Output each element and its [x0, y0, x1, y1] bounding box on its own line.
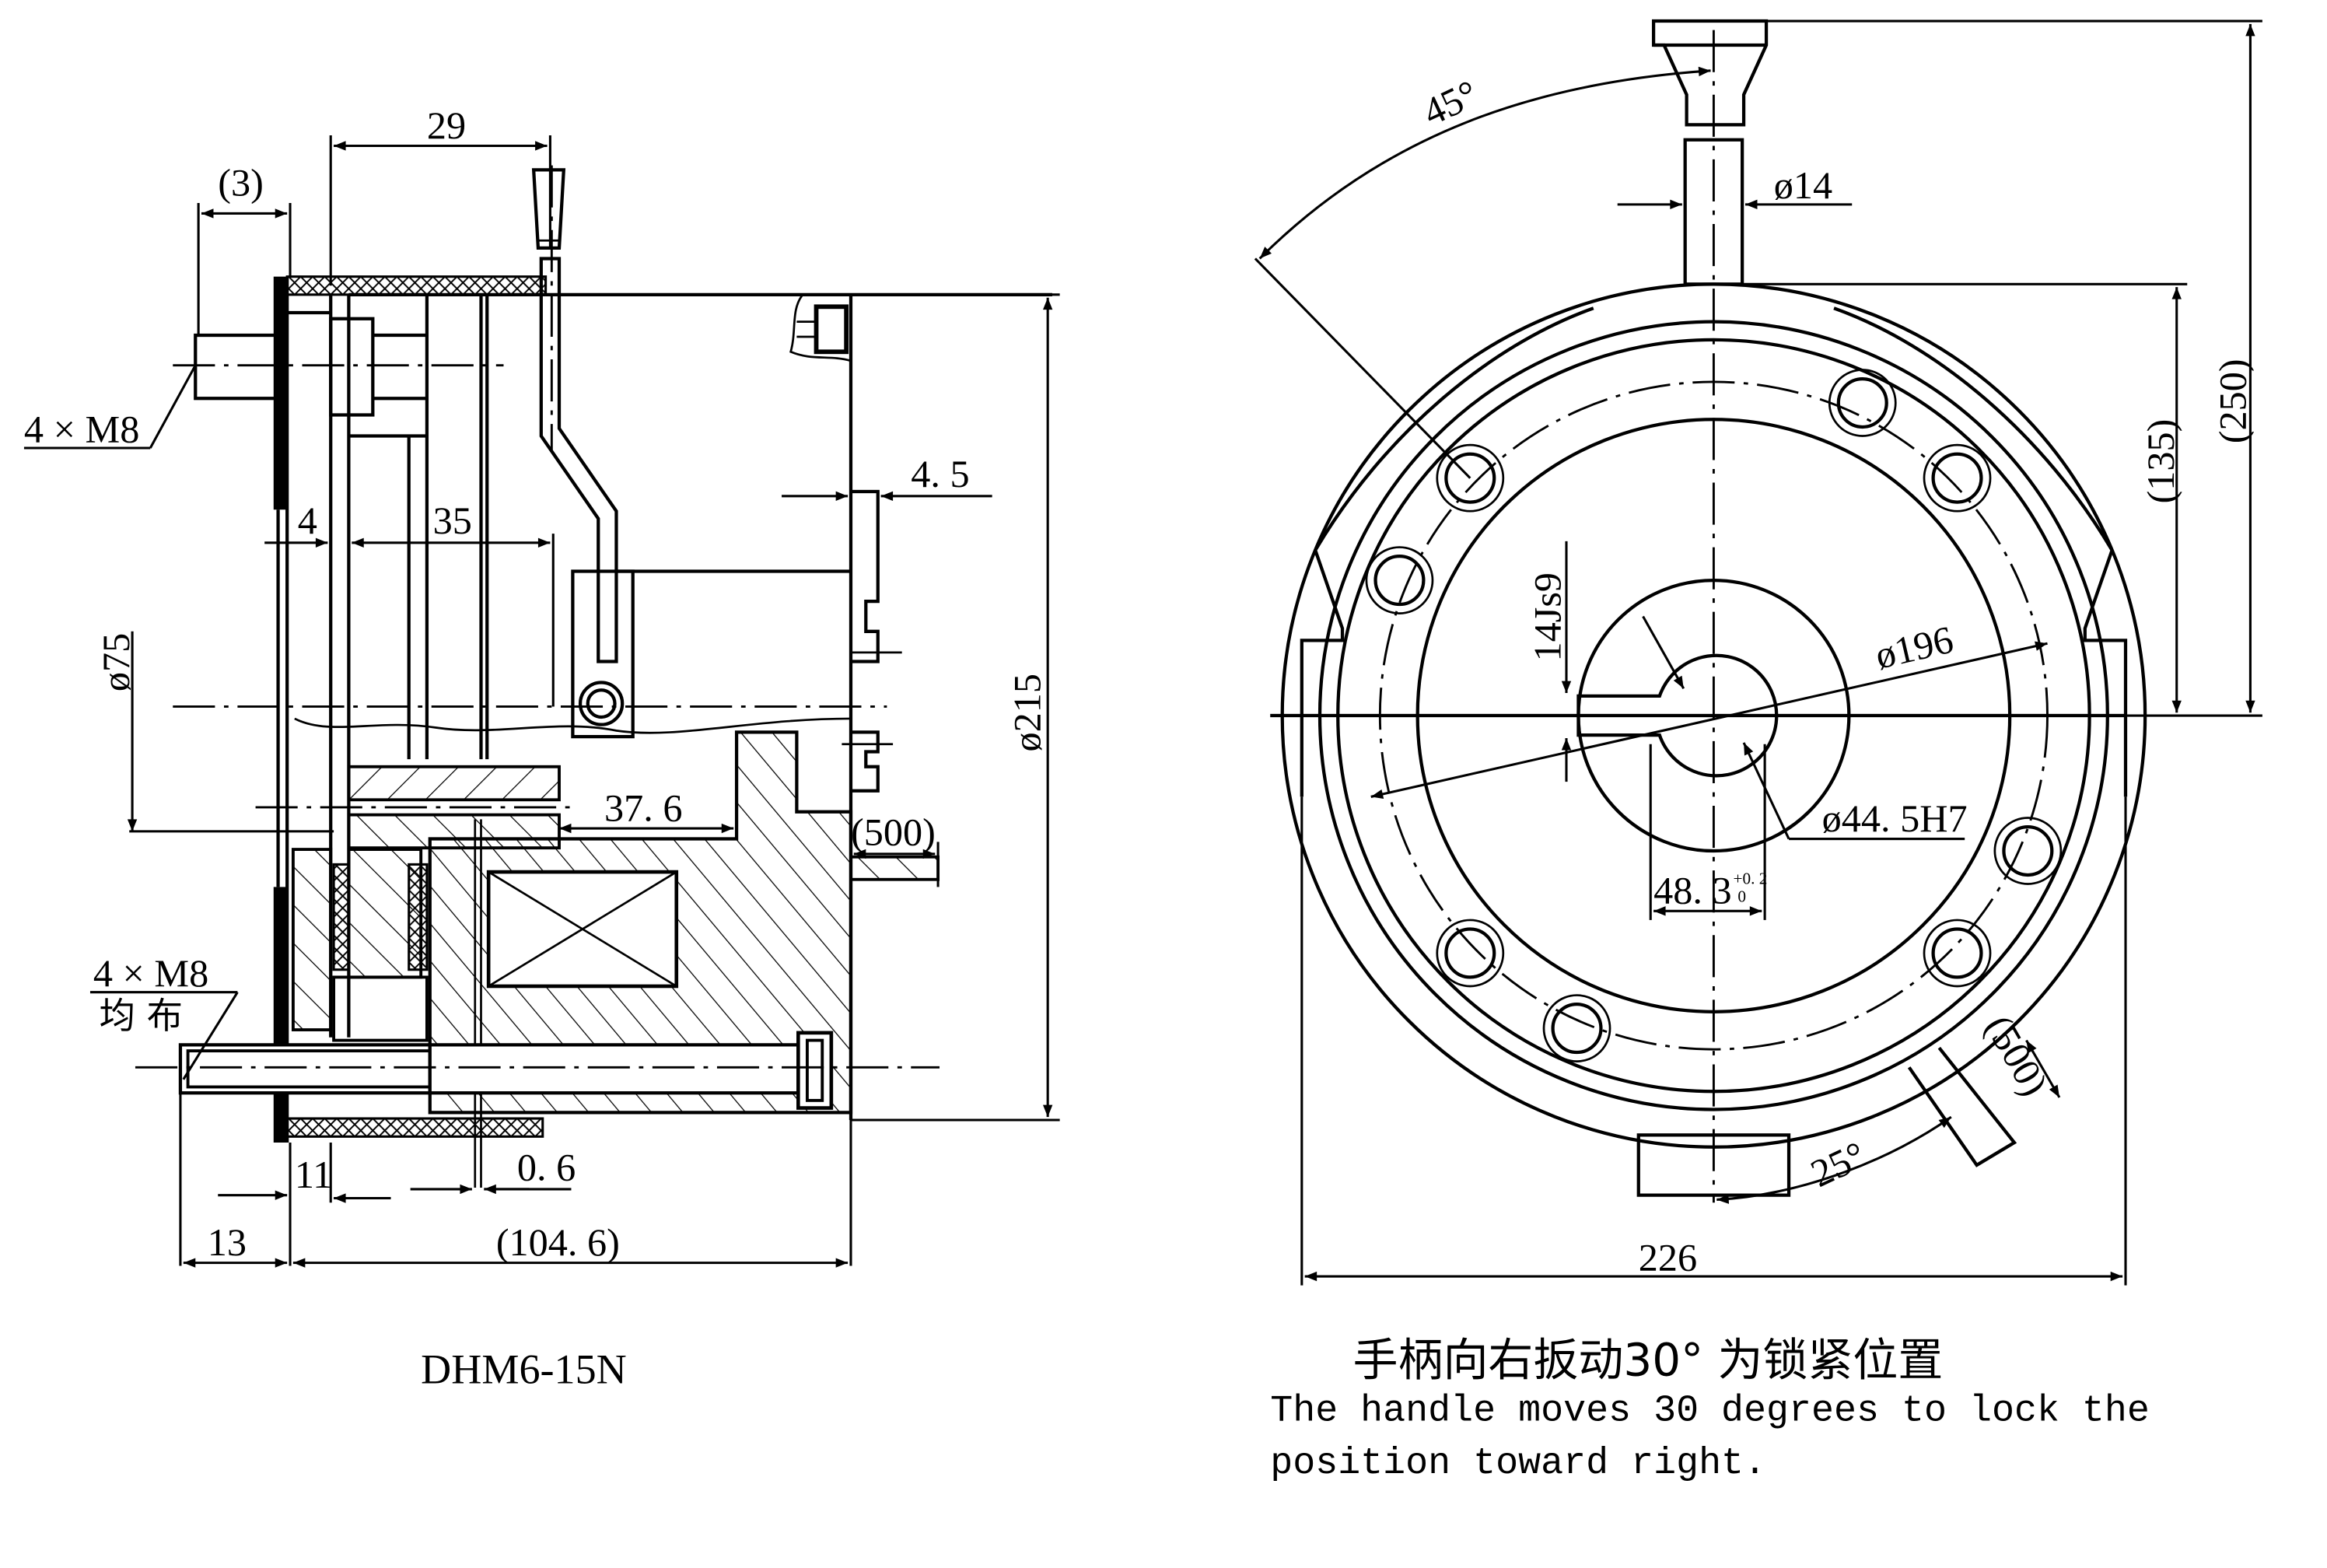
dim-500-side: (500) [851, 810, 936, 853]
dim-48-3: 48. 3 [1653, 869, 1731, 912]
label-evenly-distributed: 均 布 [100, 995, 183, 1037]
dim-35: 35 [433, 499, 472, 542]
dim-37-6: 37. 6 [604, 786, 682, 829]
dim-4: 4 [298, 499, 317, 542]
mounting-holes [1365, 369, 2063, 1062]
front-plate-black-lower [273, 887, 288, 1143]
top-lining-band [285, 275, 548, 296]
dim-phi215: ø215 [1006, 674, 1049, 752]
upper-bolt-head [194, 333, 288, 401]
dim-phi196: ø196 [1871, 618, 1958, 677]
dim-phi44-5H7: ø44. 5H7 [1822, 796, 1968, 840]
dim-135: (135) [2139, 419, 2182, 504]
note-english-line1: The handle moves 30 degrees to lock the [1270, 1390, 2150, 1433]
front-dimensions: 45° ø14 (135) (250) 14Js9 ø196 ø44. 5H7 [1254, 19, 2262, 1286]
lower-bolt [178, 1043, 432, 1095]
model-title: DHM6-15N [421, 1346, 627, 1392]
label-4xM8-top: 4 × M8 [24, 407, 139, 450]
handle-pivot-block [571, 569, 635, 739]
handle-lever [539, 257, 618, 663]
dim-phi75: ø75 [94, 633, 138, 691]
lower-bolt-head [796, 1031, 834, 1110]
dim-226: 226 [1639, 1235, 1697, 1279]
handle-knob [1651, 19, 1769, 127]
dim-3: (3) [218, 160, 264, 204]
dim-14Js9: 14Js9 [1525, 572, 1569, 662]
front-view: 45° ø14 (135) (250) 14Js9 ø196 ø44. 5H7 [1254, 19, 2262, 1485]
dim-angle-45: 45° [1416, 72, 1484, 134]
dim-phi14: ø14 [1774, 163, 1832, 207]
upper-bolt-nut [329, 317, 375, 417]
dim-angle-25: 25° [1804, 1132, 1872, 1195]
note-english-line2: position toward right. [1270, 1442, 1766, 1485]
label-4xM8-bottom: 4 × M8 [93, 951, 208, 995]
pivot-pin [578, 681, 625, 726]
dim-500-front: (500) [1977, 1008, 2057, 1103]
dim-104-6: (104. 6) [496, 1220, 620, 1264]
side-dimensions: 29 (3) 4 × M8 4 35 4. 5 ø75 ø215 [24, 103, 1060, 1268]
dim-0-6: 0. 6 [517, 1145, 576, 1188]
dim-11: 11 [295, 1153, 332, 1196]
dim-250: (250) [2211, 359, 2255, 443]
dim-13: 13 [208, 1220, 247, 1264]
tolerance-upper: +0. 2 [1734, 870, 1768, 888]
dim-4-5: 4. 5 [911, 452, 969, 495]
tolerance-lower: 0 [1737, 887, 1746, 906]
dim-29: 29 [427, 103, 466, 147]
bottom-lining-band [285, 1117, 544, 1138]
handle-grip [531, 168, 566, 250]
side-view: 29 (3) 4 × M8 4 35 4. 5 ø75 ø215 [24, 103, 1060, 1392]
note-chinese: 手柄向右扳动30° 为锁紧位置 [1353, 1334, 1944, 1387]
